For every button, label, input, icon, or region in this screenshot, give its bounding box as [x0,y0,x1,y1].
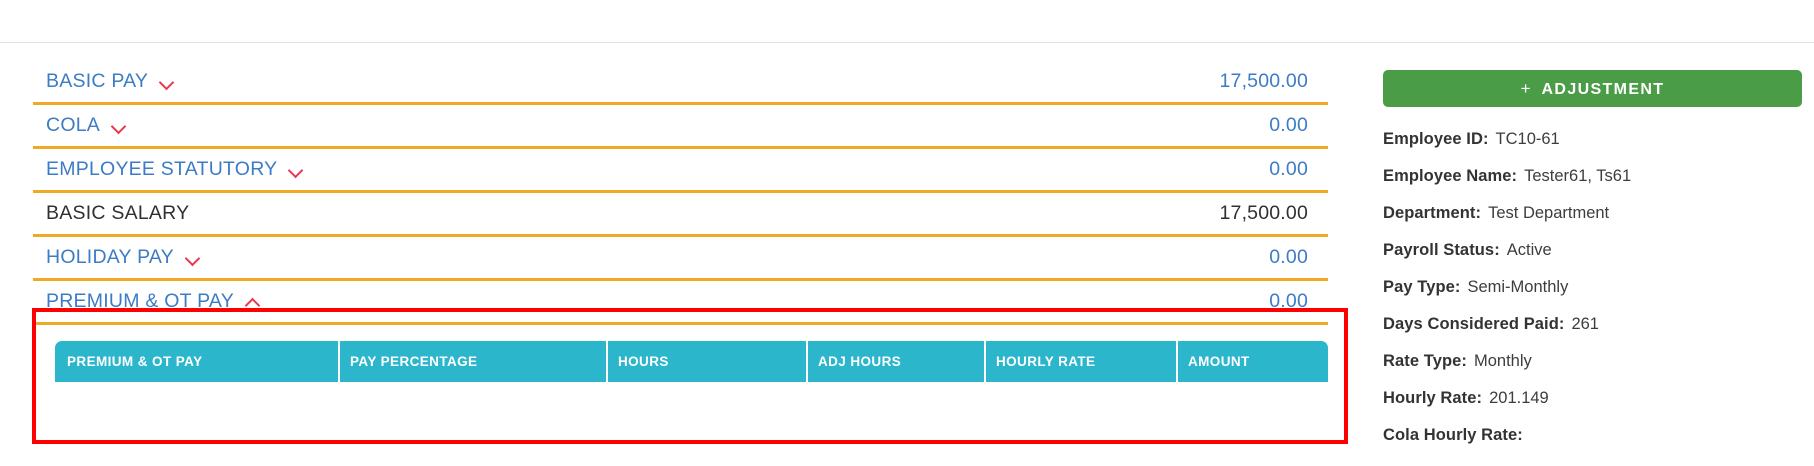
pay-row[interactable]: BASIC PAY 17,500.00 [33,61,1328,105]
pay-row-amount: 0.00 [1269,114,1308,136]
pay-row-amount: 0.00 [1269,158,1308,180]
pay-row[interactable]: COLA 0.00 [33,105,1328,149]
employee-info-item: Department: Test Department [1383,195,1802,232]
employee-info-value: 201.149 [1489,389,1549,407]
employee-info-value: Active [1506,241,1552,259]
pay-row-label: PREMIUM & OT PAY [46,290,234,312]
pay-row-amount: 0.00 [1269,290,1308,312]
employee-info-key: Cola Hourly Rate: [1383,426,1523,444]
top-divider [0,42,1814,43]
chevron-down-icon[interactable] [288,161,305,178]
employee-info-key: Hourly Rate: [1383,389,1483,407]
pay-row[interactable]: EMPLOYEE STATUTORY 0.00 [33,149,1328,193]
pay-row-label: BASIC SALARY [46,202,190,224]
add-adjustment-button-label: ADJUSTMENT [1541,81,1665,98]
pay-row-left: EMPLOYEE STATUTORY [33,158,305,181]
employee-info-key: Employee ID: [1383,130,1489,148]
chevron-down-icon[interactable] [185,249,202,266]
employee-info-item: Days Considered Paid: 261 [1383,306,1802,343]
chevron-down-icon[interactable] [111,117,128,134]
detail-column-header: PAY PERCENTAGE [340,341,608,382]
pay-row-left: HOLIDAY PAY [33,246,202,269]
employee-info-key: Employee Name: [1383,167,1518,185]
employee-info-item: Pay Type: Semi-Monthly [1383,269,1802,306]
pay-row-amount: 0.00 [1269,246,1308,268]
employee-info-item: Rate Type: Monthly [1383,343,1802,380]
pay-row-left: BASIC SALARY [33,202,189,225]
add-adjustment-button[interactable]: + ADJUSTMENT [1383,70,1802,107]
chevron-down-icon[interactable] [159,73,176,90]
detail-column-header: PREMIUM & OT PAY [55,341,340,382]
detail-column-header: HOURS [608,341,808,382]
employee-info-item: Cola Hourly Rate: [1383,417,1802,454]
detail-column-header: HOURLY RATE [986,341,1178,382]
chevron-up-icon[interactable] [245,293,262,310]
employee-info-key: Payroll Status: [1383,241,1500,259]
pay-row-left: COLA [33,114,128,137]
employee-info-key: Days Considered Paid: [1383,315,1565,333]
pay-row[interactable]: PREMIUM & OT PAY 0.00 [33,281,1328,325]
employee-info-value: Test Department [1488,204,1610,222]
pay-row-amount: 17,500.00 [1219,70,1308,92]
employee-info-key: Pay Type: [1383,278,1461,296]
plus-icon: + [1520,79,1531,98]
employee-info-value: Semi-Monthly [1467,278,1569,296]
detail-column-header: AMOUNT [1178,341,1328,382]
pay-row[interactable]: HOLIDAY PAY 0.00 [33,237,1328,281]
pay-row-label: COLA [46,114,101,136]
employee-info-key: Rate Type: [1383,352,1467,370]
pay-row-amount: 17,500.00 [1219,202,1308,224]
employee-info-value: TC10-61 [1495,130,1560,148]
employee-info-value: Monthly [1473,352,1532,370]
pay-row-label: HOLIDAY PAY [46,246,174,268]
employee-info-value: Tester61, Ts61 [1524,167,1632,185]
employee-info-key: Department: [1383,204,1482,222]
pay-row-left: PREMIUM & OT PAY [33,290,262,313]
employee-info-item: Employee Name: Tester61, Ts61 [1383,158,1802,195]
employee-info-item: Payroll Status: Active [1383,232,1802,269]
pay-row-left: BASIC PAY [33,70,176,93]
detail-column-header: ADJ HOURS [808,341,986,382]
employee-info-item: Hourly Rate: 201.149 [1383,380,1802,417]
pay-row: BASIC SALARY 17,500.00 [33,193,1328,237]
pay-row-label: BASIC PAY [46,70,149,92]
employee-info-item: Employee ID: TC10-61 [1383,121,1802,158]
employee-info-value: 261 [1571,315,1599,333]
pay-row-label: EMPLOYEE STATUTORY [46,158,278,180]
